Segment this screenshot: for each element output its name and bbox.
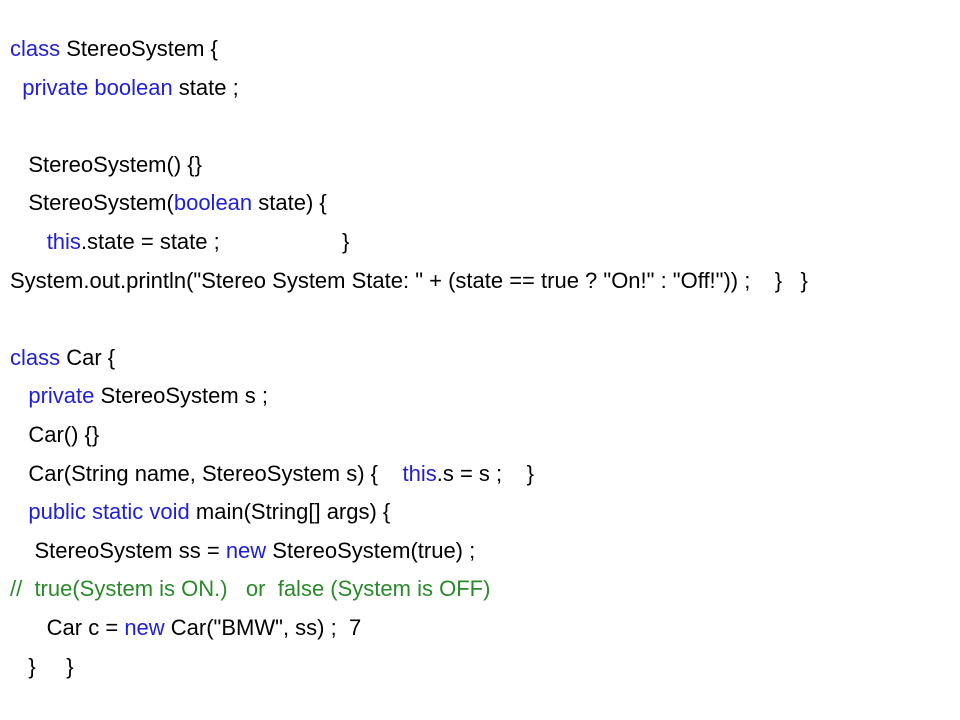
code-text: main(String[] args) {: [189, 499, 391, 525]
code-text: Car() {}: [10, 421, 100, 447]
code-line: StereoSystem() {}: [10, 146, 960, 185]
code-keyword: public static void: [28, 499, 190, 525]
code-keyword: class: [10, 36, 61, 61]
code-text: StereoSystem(: [10, 190, 174, 216]
code-text: state ;: [172, 74, 239, 100]
code-text: Car {: [60, 344, 116, 370]
code-block: class StereoSystem { private boolean sta…: [10, 30, 960, 686]
code-line: private boolean state ;: [10, 69, 960, 108]
code-keyword: this: [46, 228, 81, 254]
code-text: .s = s ; }: [436, 460, 534, 486]
code-line: Car(String name, StereoSystem s) { this.…: [10, 455, 960, 494]
code-line: // true(System is ON.) or false (System …: [10, 570, 960, 609]
code-line: } }: [10, 648, 960, 687]
code-keyword: private: [28, 383, 95, 409]
code-line: StereoSystem(boolean state) {: [10, 184, 960, 223]
code-text: Car(String name, StereoSystem s) {: [10, 460, 403, 486]
code-comment: // true(System is ON.) or false (System …: [10, 576, 491, 602]
code-text: [10, 499, 28, 524]
code-line: StereoSystem ss = new StereoSystem(true)…: [10, 532, 960, 571]
code-text: } }: [10, 653, 74, 679]
code-text: System.out.println("Stereo System State:…: [10, 267, 808, 293]
code-line: class StereoSystem {: [10, 30, 960, 69]
code-text: [10, 383, 28, 408]
code-line: Car() {}: [10, 416, 960, 455]
code-line: this.state = state ; }: [10, 223, 960, 262]
code-line: [10, 300, 960, 339]
code-text: Car("BMW", ss) ; 7: [164, 614, 362, 640]
code-line: System.out.println("Stereo System State:…: [10, 262, 960, 301]
code-keyword: new: [225, 537, 267, 563]
code-keyword: private boolean: [22, 74, 173, 100]
code-keyword: new: [124, 614, 165, 640]
code-text: StereoSystem(true) ;: [266, 537, 476, 563]
code-line: private StereoSystem s ;: [10, 377, 960, 416]
code-keyword: class: [10, 344, 61, 370]
code-text: StereoSystem s ;: [94, 383, 269, 409]
code-line: Car c = new Car("BMW", ss) ; 7: [10, 609, 960, 648]
code-keyword: boolean: [173, 190, 253, 216]
code-text: [10, 229, 47, 254]
code-text: StereoSystem ss =: [10, 537, 226, 563]
code-text: StereoSystem() {}: [10, 151, 202, 177]
code-line: class Car {: [10, 339, 960, 378]
code-text: state) {: [252, 190, 327, 216]
code-text: [10, 75, 22, 100]
code-line: public static void main(String[] args) {: [10, 493, 960, 532]
code-line: [10, 107, 960, 146]
code-keyword: this: [402, 460, 437, 486]
code-text: StereoSystem {: [60, 36, 218, 61]
code-text: .state = state ; }: [80, 228, 350, 254]
code-text: Car c =: [10, 614, 125, 640]
